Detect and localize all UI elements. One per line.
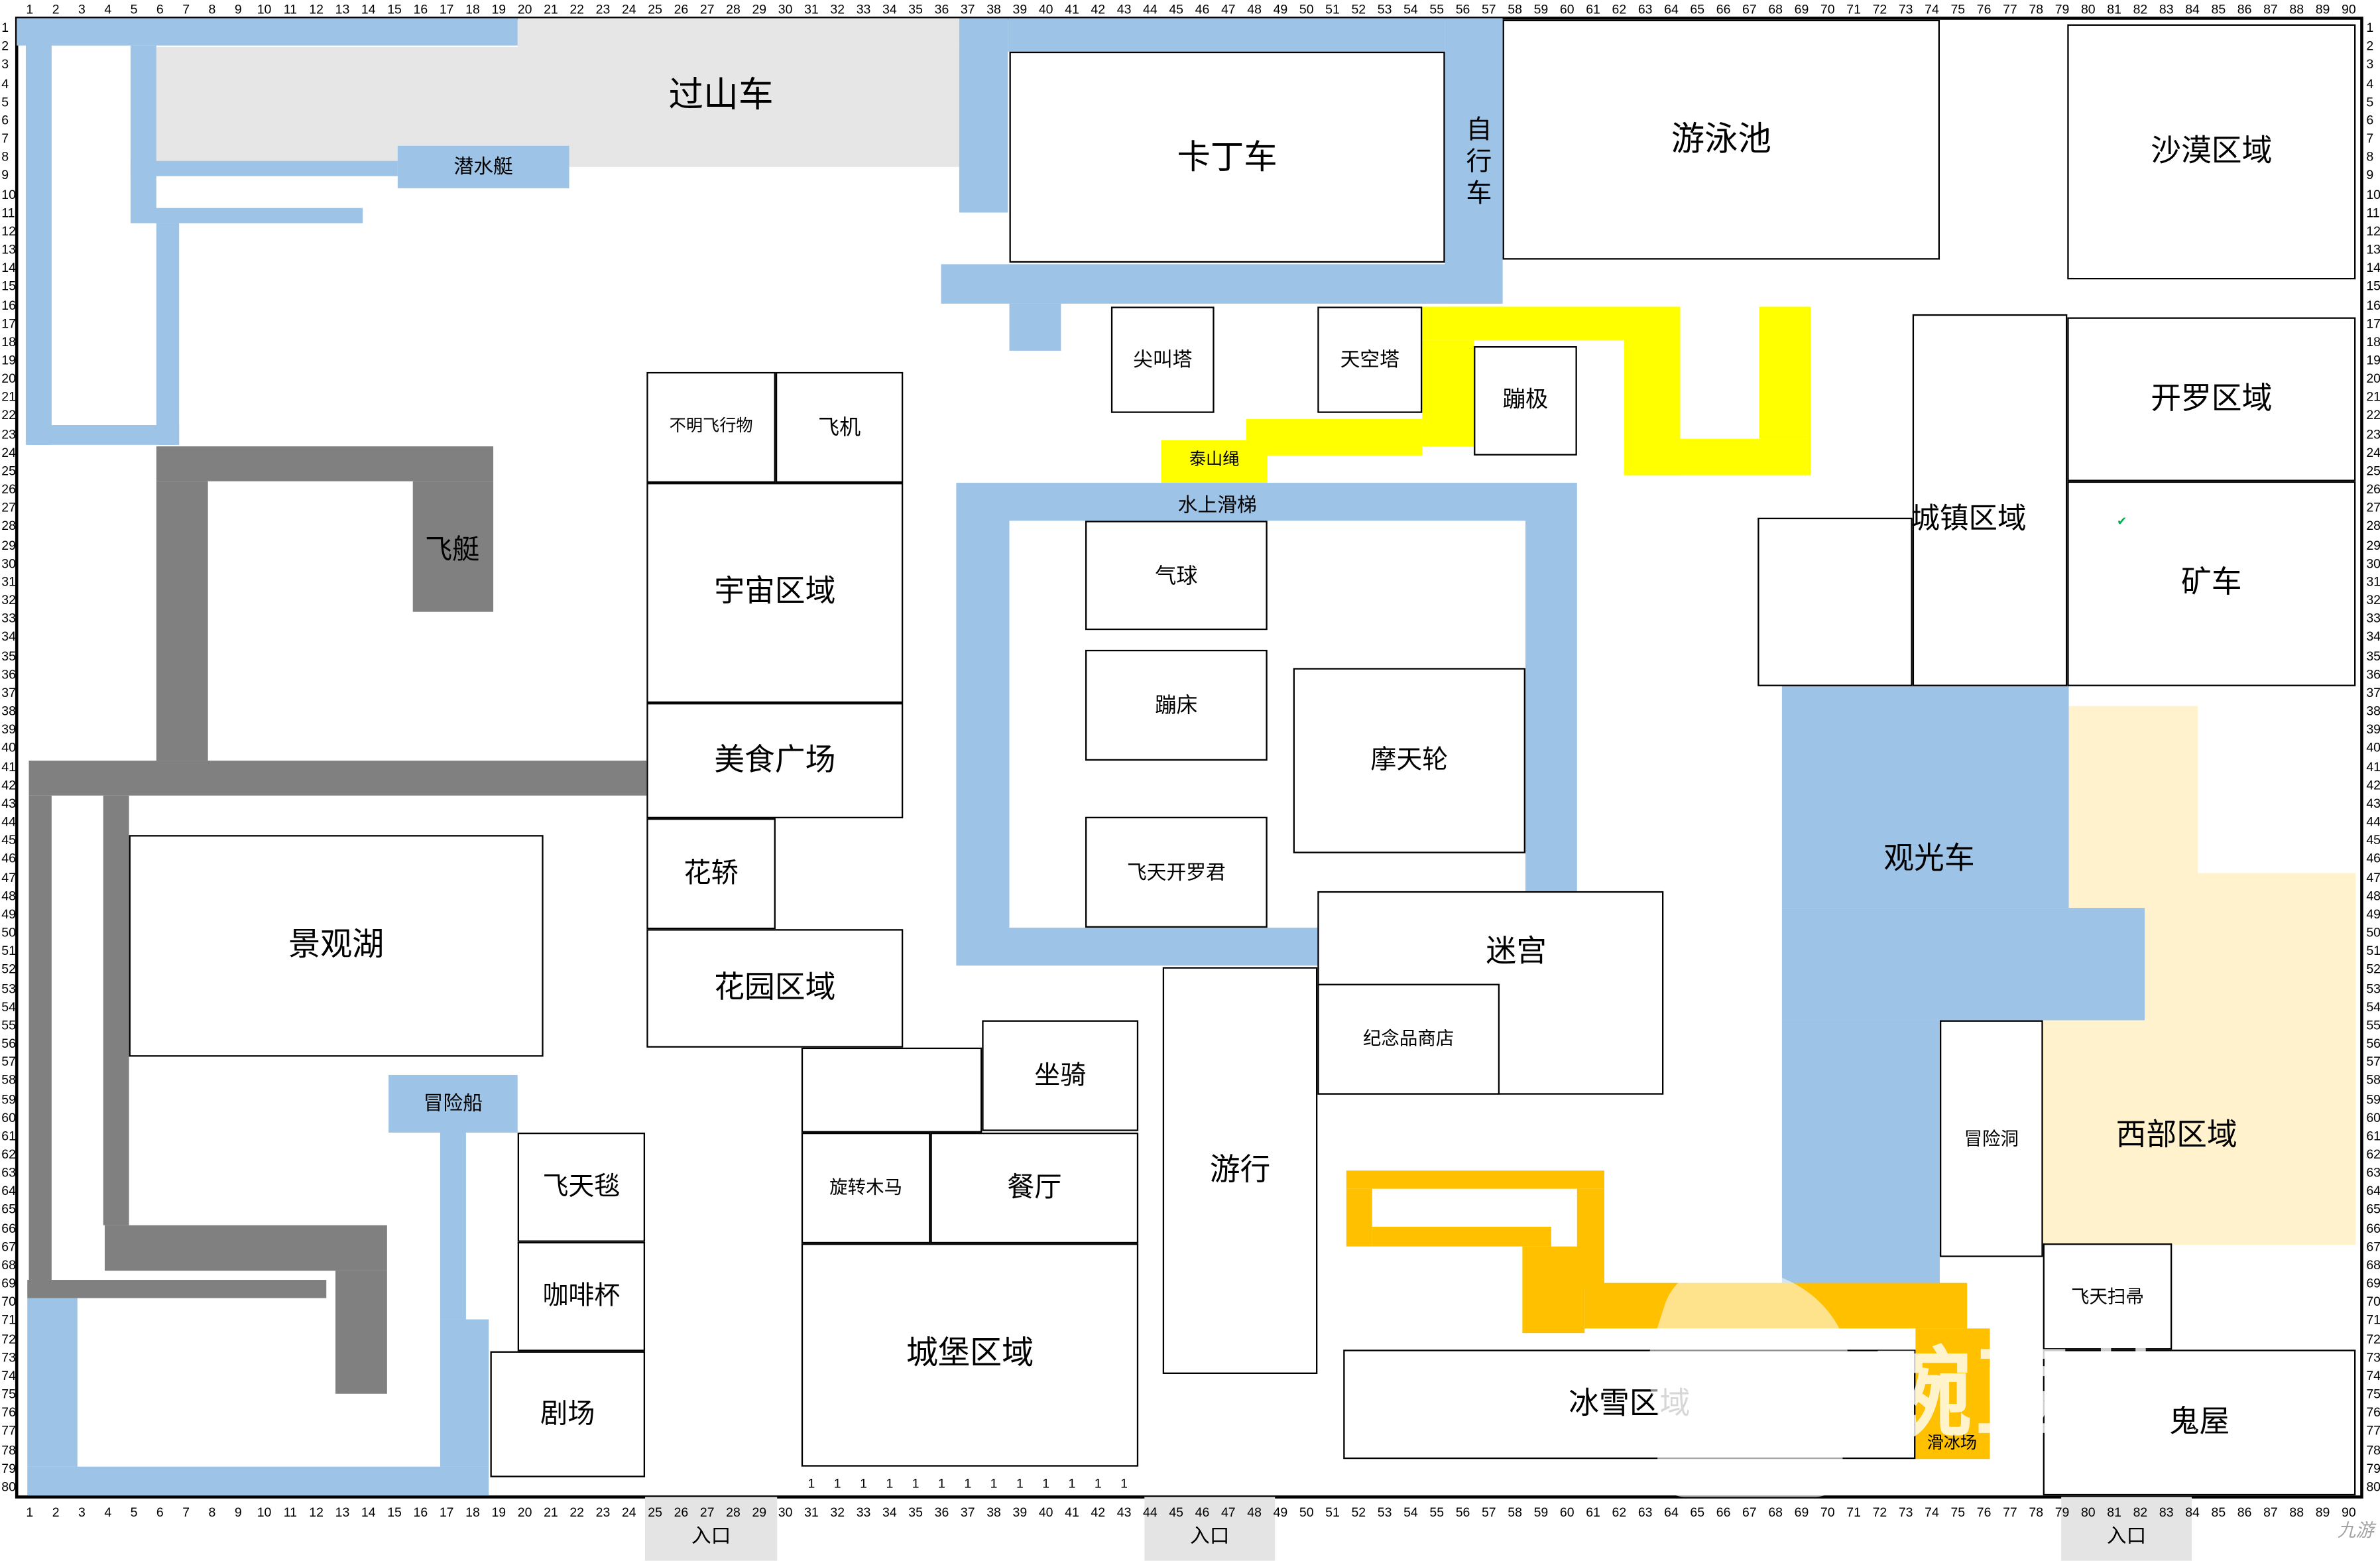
cairo-zone-box: 开罗区域 xyxy=(2067,317,2356,481)
airship-path xyxy=(412,481,494,612)
ice-rink-path xyxy=(1915,1328,1990,1460)
ferris-wheel-box: 摩天轮 xyxy=(1293,668,1525,853)
airship-path xyxy=(29,795,52,1298)
entrance-label: 入口 xyxy=(691,1525,731,1548)
sightseeing-car-zone xyxy=(1781,908,2145,1021)
tarzan-rope-path xyxy=(1624,438,1811,475)
coaster-track xyxy=(17,18,518,46)
sightseeing-car-label: 观光车 xyxy=(1883,842,1975,877)
adventure-cave-box: 冒险洞 xyxy=(1939,1020,2043,1257)
garden-zone-extension xyxy=(801,1047,982,1133)
water-slide-label: 水上滑梯 xyxy=(1177,493,1257,516)
ice-rink-path xyxy=(1372,1226,1551,1247)
coffee-cup-box: 咖啡杯 xyxy=(517,1241,646,1351)
town-zone-box xyxy=(1912,314,2068,686)
adventure-boat-label: 冒险船 xyxy=(388,1074,518,1133)
watermark-corner-logo: 九游 xyxy=(2337,1519,2374,1540)
maze-label: 迷宫 xyxy=(1486,934,1547,968)
bicycle-track xyxy=(1445,18,1503,304)
tarzan-rope-path xyxy=(1246,418,1423,456)
airplane-box: 飞机 xyxy=(775,371,904,483)
castle-zone-box: 城堡区域 xyxy=(801,1243,1139,1467)
entrance-label: 入口 xyxy=(2106,1525,2147,1548)
coaster-track xyxy=(156,223,180,445)
coaster-track xyxy=(27,425,180,445)
balloon-box: 气球 xyxy=(1085,521,1268,631)
entrance-block xyxy=(1144,1497,1276,1561)
ice-rink-path xyxy=(1346,1188,1372,1247)
bicycle-track xyxy=(1009,303,1061,351)
coaster-track xyxy=(153,208,363,223)
carousel-box: 旋转木马 xyxy=(801,1132,931,1244)
airship-path xyxy=(29,761,647,796)
green-tick-mark: ✔ xyxy=(2117,514,2127,529)
airship-path xyxy=(104,1225,387,1271)
boat-route xyxy=(440,1319,489,1467)
scream-tower-box: 尖叫塔 xyxy=(1110,306,1215,413)
boat-route xyxy=(27,1298,78,1467)
airship-path xyxy=(27,1280,327,1298)
tarzan-rope-path xyxy=(1422,340,1474,447)
bungee-box: 蹦极 xyxy=(1474,346,1577,456)
coaster-track xyxy=(130,160,398,176)
sightseeing-car-zone xyxy=(1781,686,2069,908)
western-zone-label: 西部区域 xyxy=(2115,1119,2237,1153)
tarzan-rope-path xyxy=(1759,306,1811,439)
souvenir-shop-box: 纪念品商店 xyxy=(1317,983,1500,1095)
mounts-box: 坐骑 xyxy=(982,1020,1139,1131)
airship-path xyxy=(156,481,208,761)
airship-path xyxy=(335,1271,387,1394)
flower-sedan-box: 花轿 xyxy=(646,818,776,930)
ice-rink-path xyxy=(1522,1246,1585,1334)
mine-cart-box: 矿车 xyxy=(2067,481,2356,686)
town-zone-box xyxy=(1757,517,1913,686)
flying-broom-box: 飞天扫帚 xyxy=(2043,1243,2172,1350)
western-zone xyxy=(2068,706,2198,873)
tarzan-rope-label: 泰山绳 xyxy=(1161,440,1268,483)
parade-box: 游行 xyxy=(1162,967,1318,1374)
watermark-text: 豌豆荚 xyxy=(1874,1339,2175,1449)
boat-route xyxy=(27,1466,489,1496)
sightseeing-car-zone xyxy=(1781,1020,1940,1294)
garden-zone-box: 花园区域 xyxy=(646,929,904,1048)
airship-path xyxy=(103,795,129,1225)
airship-label: 飞艇 xyxy=(425,533,480,564)
restaurant-box: 餐厅 xyxy=(930,1132,1139,1244)
bicycle-track xyxy=(941,264,1500,304)
bicycle-label: 自行车 xyxy=(1461,114,1491,211)
airship-path xyxy=(156,446,494,481)
coaster-track xyxy=(25,18,52,445)
entrance-block xyxy=(2061,1497,2192,1561)
space-zone-box: 宇宙区域 xyxy=(646,483,904,704)
entrance-label: 入口 xyxy=(1189,1525,1230,1548)
ufo-box: 不明飞行物 xyxy=(646,371,776,483)
theater-box: 剧场 xyxy=(490,1351,646,1477)
food-plaza-box: 美食广场 xyxy=(646,703,904,819)
trampoline-box: 蹦床 xyxy=(1085,649,1268,761)
haunted-house-box: 鬼屋 xyxy=(2043,1349,2356,1496)
swimming-pool-box: 游泳池 xyxy=(1502,19,1940,260)
submarine-label: 潜水艇 xyxy=(397,145,569,188)
ice-rink-label: 滑冰场 xyxy=(1927,1434,1978,1453)
go-kart-box: 卡丁车 xyxy=(1009,51,1445,263)
sky-tower-box: 天空塔 xyxy=(1317,306,1423,413)
scenic-lake-box: 景观湖 xyxy=(129,835,544,1057)
western-zone xyxy=(2043,1020,2356,1245)
ice-rink-path xyxy=(1346,1170,1605,1189)
bicycle-track xyxy=(959,18,1008,213)
roller-coaster-area xyxy=(517,18,959,47)
bicycle-track xyxy=(1008,18,1445,52)
watermark-mascot xyxy=(1657,1378,1843,1497)
boat-route xyxy=(440,1132,466,1320)
coaster-track xyxy=(130,45,156,223)
flying-kairo-box: 飞天开罗君 xyxy=(1085,816,1268,928)
town-zone-label: 城镇区域 xyxy=(1911,504,2027,536)
desert-zone-box: 沙漠区域 xyxy=(2067,24,2356,280)
flying-carpet-box: 飞天毯 xyxy=(517,1132,646,1242)
roller-coaster-label: 过山车 xyxy=(668,74,774,114)
entrance-block xyxy=(645,1497,778,1561)
